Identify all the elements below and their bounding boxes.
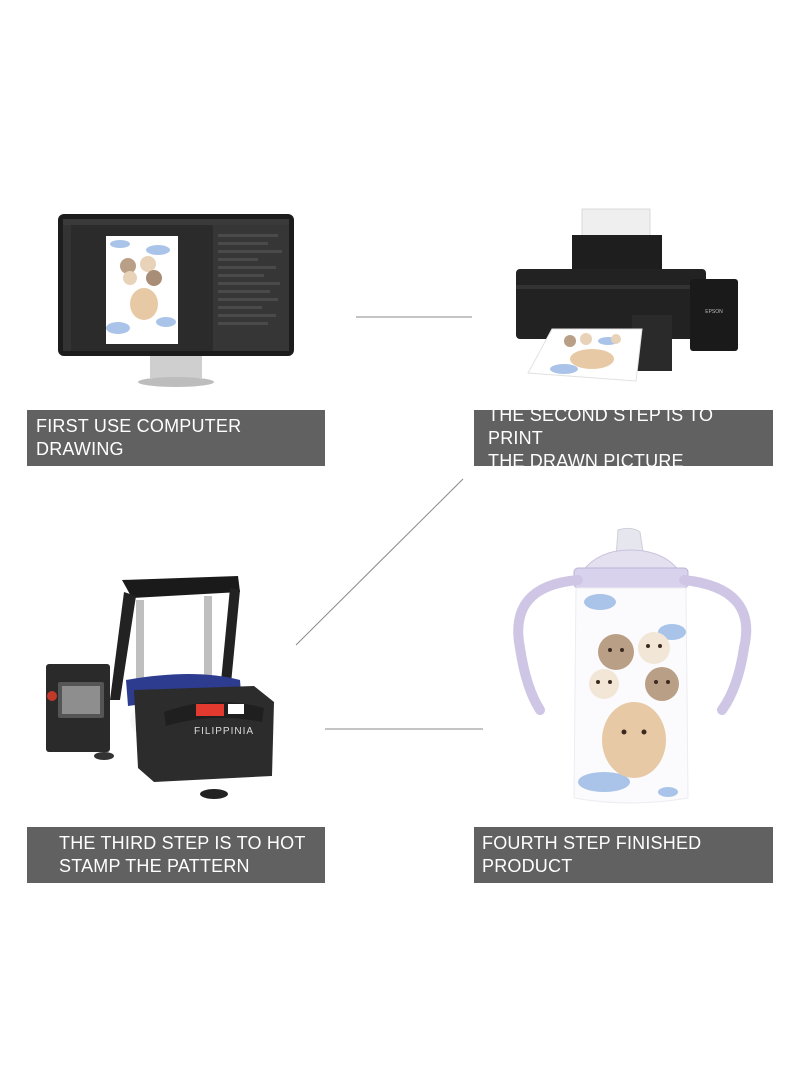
step-2-label: THE SECOND STEP IS TO PRINT THE DRAWN PI…	[488, 404, 714, 471]
step-3-label: THE THIRD STEP IS TO HOT STAMP THE PATTE…	[59, 833, 306, 876]
printer-brand-text: EPSON	[705, 309, 723, 315]
step-4-label: FOURTH STEP FINISHED PRODUCT	[482, 833, 702, 876]
step-1-caption: FIRST USE COMPUTER DRAWING	[27, 410, 325, 466]
sippy-cup-illustration	[513, 527, 752, 804]
step-3-caption: THE THIRD STEP IS TO HOT STAMP THE PATTE…	[27, 827, 325, 883]
press-brand-text: FILIPPINIA	[194, 726, 254, 737]
monitor-illustration	[58, 214, 294, 387]
heat-press-illustration: FILIPPINIA	[46, 576, 274, 799]
connector-step2-step3	[295, 478, 464, 646]
step-4-caption: FOURTH STEP FINISHED PRODUCT	[474, 827, 773, 883]
printer-illustration: EPSON	[516, 208, 738, 382]
step-2-caption: THE SECOND STEP IS TO PRINT THE DRAWN PI…	[474, 405, 773, 471]
step-1-label: FIRST USE COMPUTER DRAWING	[36, 416, 242, 459]
